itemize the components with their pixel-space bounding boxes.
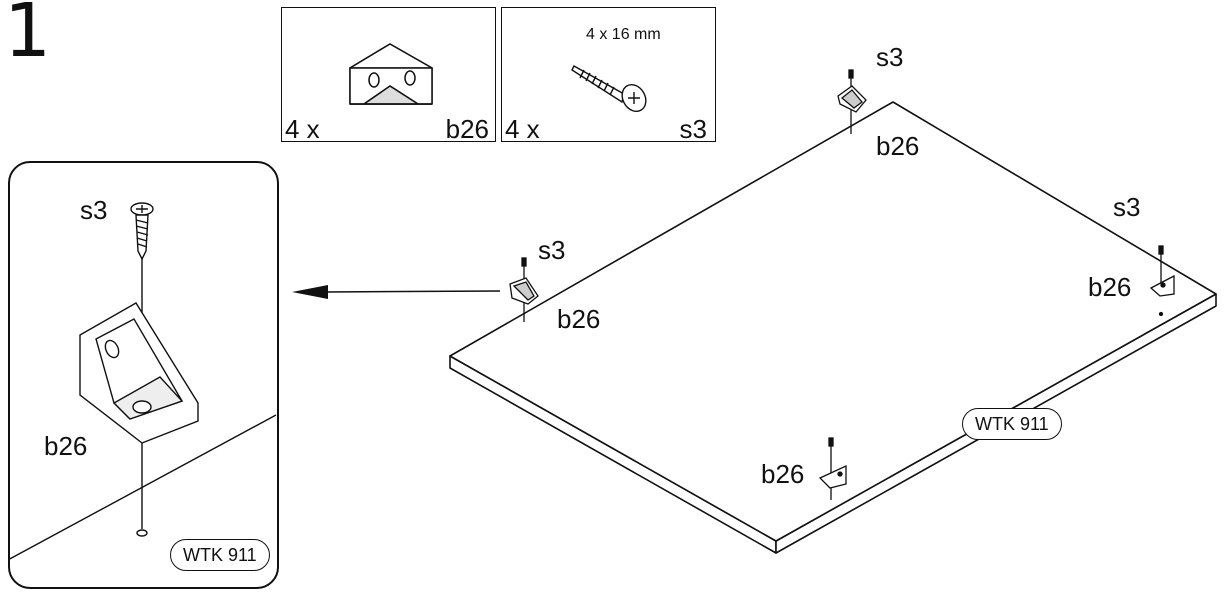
part-code: b26 (445, 114, 489, 144)
part-quantity: 4 x (285, 114, 320, 144)
detail-callout: s3 b26 WTK 911 (8, 161, 279, 589)
detail-bracket-label: b26 (44, 431, 88, 461)
bracket-right (1149, 245, 1175, 317)
part-box-b26: 4 x b26 (281, 7, 496, 142)
corner-bracket-icon (349, 43, 433, 105)
panel-tag: WTK 911 (962, 408, 1062, 440)
screw-dimension: 4 x 16 mm (586, 26, 661, 43)
label-screw-left: s3 (538, 235, 566, 265)
detail-screw-label: s3 (80, 195, 108, 225)
label-screw-top: s3 (876, 42, 904, 72)
label-bracket-top: b26 (876, 131, 920, 161)
part-box-s3: 4 x 16 mm 4 x s3 (501, 7, 716, 142)
part-code: s3 (679, 114, 707, 144)
label-bracket-left: b26 (557, 304, 601, 334)
step-number: 1 (4, 0, 52, 74)
bracket-left (509, 257, 539, 322)
screw-icon (571, 65, 647, 113)
detail-panel-tag: WTK 911 (170, 539, 270, 571)
bracket-top (837, 69, 867, 134)
bracket-bottom (818, 437, 847, 500)
label-bracket-bottom: b26 (761, 459, 805, 489)
detail-drawing (10, 202, 277, 560)
part-quantity: 4 x (505, 114, 540, 144)
label-screw-right: s3 (1113, 192, 1141, 222)
label-bracket-right: b26 (1088, 272, 1132, 302)
